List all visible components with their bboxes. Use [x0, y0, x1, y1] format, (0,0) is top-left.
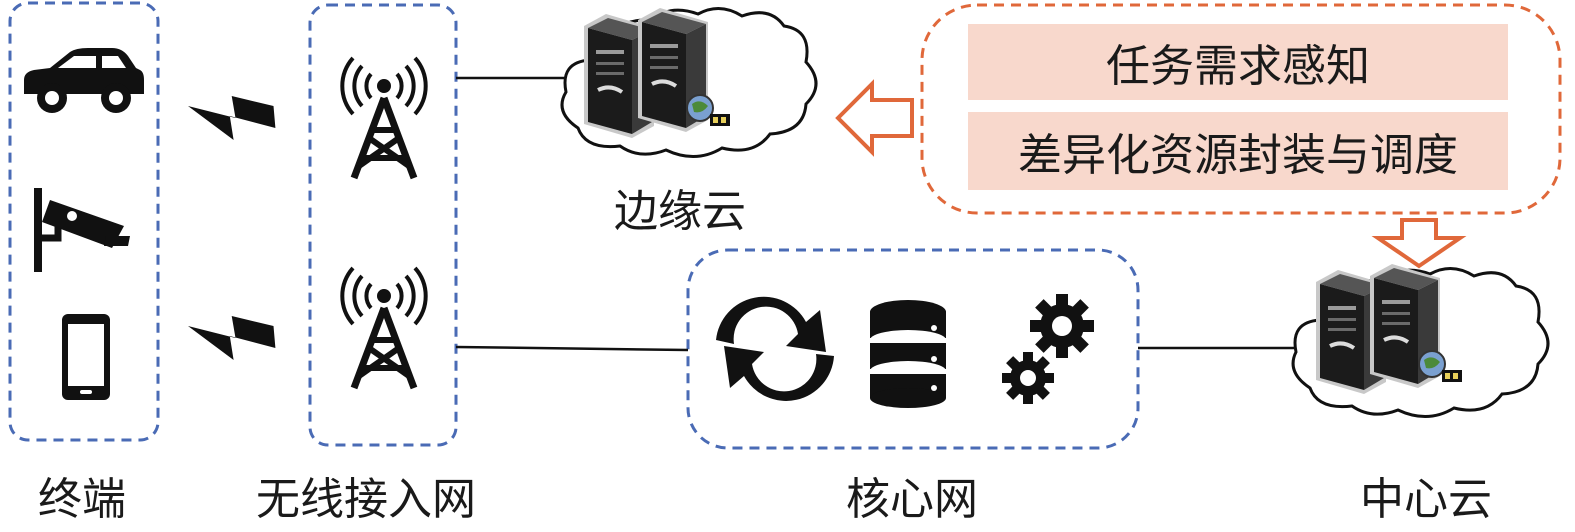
link-wireless-core: [455, 345, 689, 352]
lightning-icon: [188, 316, 276, 360]
camera-icon: [34, 188, 130, 272]
tower-icon: [342, 58, 425, 178]
task-perception-box: 任务需求感知: [968, 24, 1508, 100]
label-core-network: 核心网: [846, 474, 978, 525]
center-cloud-icon: [1291, 262, 1550, 418]
sync-icon: [716, 296, 834, 401]
label-terminal: 终端: [38, 474, 126, 525]
label-wireless-access: 无线接入网: [256, 474, 476, 525]
wireless-group: [308, 3, 458, 447]
tower-icon: [342, 268, 425, 388]
lightning-icon: [188, 96, 276, 140]
database-icon: [870, 300, 946, 408]
arrow-icon: [835, 79, 914, 157]
gears-icon: [1002, 294, 1094, 404]
label-edge-cloud: 边缘云: [614, 186, 746, 237]
car-icon: [24, 48, 144, 113]
control-group: [920, 3, 1562, 215]
label-center-cloud: 中心云: [1360, 474, 1492, 525]
terminal-group: [8, 1, 160, 442]
edge-cloud-icon: [560, 6, 818, 158]
resource-scheduling-box: 差异化资源封装与调度: [968, 112, 1508, 190]
arrow-icon: [1371, 218, 1467, 269]
phone-icon: [62, 314, 110, 400]
